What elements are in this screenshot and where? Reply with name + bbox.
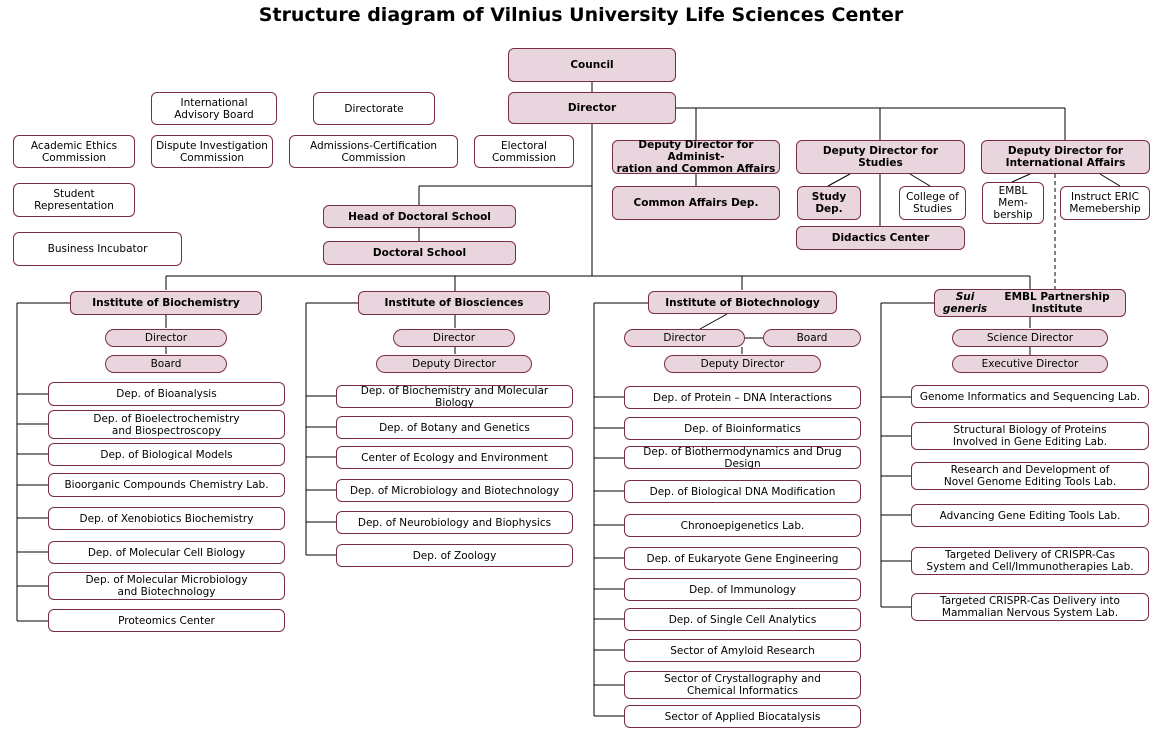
biochemistry-unit-8: Proteomics Center xyxy=(48,609,285,632)
student-representation-box: Student Representation xyxy=(13,183,135,217)
biosciences-deputy-director-box: Deputy Director xyxy=(376,355,532,373)
deputy-director-administration-box: Deputy Director for Administ- ration and… xyxy=(612,139,780,175)
biosciences-unit-2: Dep. of Botany and Genetics xyxy=(336,416,573,439)
embl-unit-2: Structural Biology of Proteins Involved … xyxy=(911,422,1149,450)
biosciences-unit-1: Dep. of Biochemistry and Molecular Biolo… xyxy=(336,385,573,409)
biotechnology-unit-4: Dep. of Biological DNA Modification xyxy=(624,480,861,503)
biochemistry-unit-3: Dep. of Biological Models xyxy=(48,443,285,466)
embl-unit-3: Research and Development of Novel Genome… xyxy=(911,462,1149,490)
biochemistry-unit-7: Dep. of Molecular Microbiology and Biote… xyxy=(48,572,285,600)
biotechnology-unit-7: Dep. of Immunology xyxy=(624,578,861,601)
council-box: Council xyxy=(508,48,676,82)
electoral-commission-box: Electoral Commission xyxy=(474,135,574,168)
embl-unit-4: Advancing Gene Editing Tools Lab. xyxy=(911,504,1149,527)
biotechnology-unit-11: Sector of Applied Biocatalysis xyxy=(624,705,861,728)
biosciences-unit-4: Dep. of Microbiology and Biotechnology xyxy=(336,479,573,502)
deputy-director-international-box: Deputy Director for International Affair… xyxy=(981,140,1150,174)
biochemistry-unit-4: Bioorganic Compounds Chemistry Lab. xyxy=(48,473,285,497)
biotechnology-board-box: Board xyxy=(763,329,861,347)
college-of-studies-box: College of Studies xyxy=(899,186,966,220)
admissions-certification-commission-box: Admissions-Certification Commission xyxy=(289,135,458,168)
biosciences-director-box: Director xyxy=(393,329,515,347)
international-advisory-board-box: International Advisory Board xyxy=(151,92,277,125)
biochemistry-unit-1: Dep. of Bioanalysis xyxy=(48,382,285,406)
biotechnology-unit-5: Chronoepigenetics Lab. xyxy=(624,514,861,537)
embl-science-director-box: Science Director xyxy=(952,329,1108,347)
director-box: Director xyxy=(508,92,676,124)
biotechnology-unit-10: Sector of Crystallography and Chemical I… xyxy=(624,671,861,699)
biotechnology-unit-1: Dep. of Protein – DNA Interactions xyxy=(624,386,861,409)
embl-unit-5: Targeted Delivery of CRISPR-Cas System a… xyxy=(911,547,1149,575)
deputy-director-studies-box: Deputy Director for Studies xyxy=(796,140,965,174)
common-affairs-dep-box: Common Affairs Dep. xyxy=(612,186,780,220)
institute-of-biochemistry-box: Institute of Biochemistry xyxy=(70,291,262,315)
biotechnology-unit-2: Dep. of Bioinformatics xyxy=(624,417,861,440)
biochemistry-unit-6: Dep. of Molecular Cell Biology xyxy=(48,541,285,564)
institute-of-biotechnology-box: Institute of Biotechnology xyxy=(648,291,837,314)
biochemistry-director-box: Director xyxy=(105,329,227,347)
biochemistry-board-box: Board xyxy=(105,355,227,373)
biosciences-unit-6: Dep. of Zoology xyxy=(336,544,573,567)
diagram-title: Structure diagram of Vilnius University … xyxy=(258,4,904,26)
embl-partnership-institute-box: Sui generis EMBL Partnership Institute xyxy=(934,289,1126,317)
biochemistry-unit-2: Dep. of Bioelectrochemistry and Biospect… xyxy=(48,410,285,439)
biotechnology-unit-3: Dep. of Biothermodynamics and Drug Desig… xyxy=(624,446,861,470)
biochemistry-unit-5: Dep. of Xenobiotics Biochemistry xyxy=(48,507,285,530)
embl-title-italic: Sui generis xyxy=(942,291,988,315)
embl-unit-1: Genome Informatics and Sequencing Lab. xyxy=(911,385,1149,408)
biotechnology-unit-6: Dep. of Eukaryote Gene Engineering xyxy=(624,547,861,570)
embl-membership-box: EMBL Mem- bership xyxy=(982,182,1044,224)
business-incubator-box: Business Incubator xyxy=(13,232,182,266)
biotechnology-unit-8: Dep. of Single Cell Analytics xyxy=(624,608,861,631)
biosciences-unit-5: Dep. of Neurobiology and Biophysics xyxy=(336,511,573,534)
embl-title: EMBL Partnership Institute xyxy=(1004,291,1110,315)
biosciences-unit-3: Center of Ecology and Environment xyxy=(336,446,573,469)
biotechnology-director-box: Director xyxy=(624,329,745,347)
academic-ethics-commission-box: Academic Ethics Commission xyxy=(13,135,135,168)
doctoral-school-box: Doctoral School xyxy=(323,241,516,265)
dispute-investigation-commission-box: Dispute Investigation Commission xyxy=(151,135,273,168)
study-dep-box: Study Dep. xyxy=(797,186,861,220)
institute-of-biosciences-box: Institute of Biosciences xyxy=(358,291,550,315)
didactics-center-box: Didactics Center xyxy=(796,226,965,250)
head-of-doctoral-school-box: Head of Doctoral School xyxy=(323,205,516,228)
biotechnology-deputy-director-box: Deputy Director xyxy=(664,355,821,373)
directorate-box: Directorate xyxy=(313,92,435,125)
biotechnology-unit-9: Sector of Amyloid Research xyxy=(624,639,861,662)
embl-executive-director-box: Executive Director xyxy=(952,355,1108,373)
embl-unit-6: Targeted CRISPR-Cas Delivery into Mammal… xyxy=(911,593,1149,621)
instruct-eric-membership-box: Instruct ERIC Memebership xyxy=(1060,186,1150,220)
